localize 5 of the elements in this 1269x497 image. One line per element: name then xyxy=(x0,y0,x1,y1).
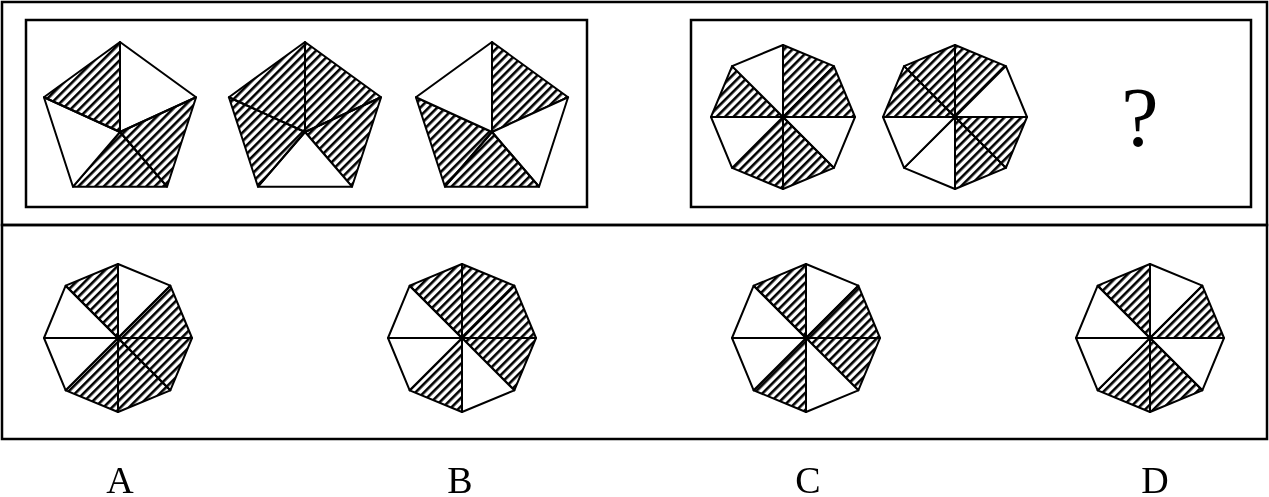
option-label: B xyxy=(447,461,473,497)
option-label: A xyxy=(106,461,134,497)
option-label: C xyxy=(795,461,821,497)
question-mark: ? xyxy=(1121,76,1159,160)
option-label: D xyxy=(1141,461,1169,497)
